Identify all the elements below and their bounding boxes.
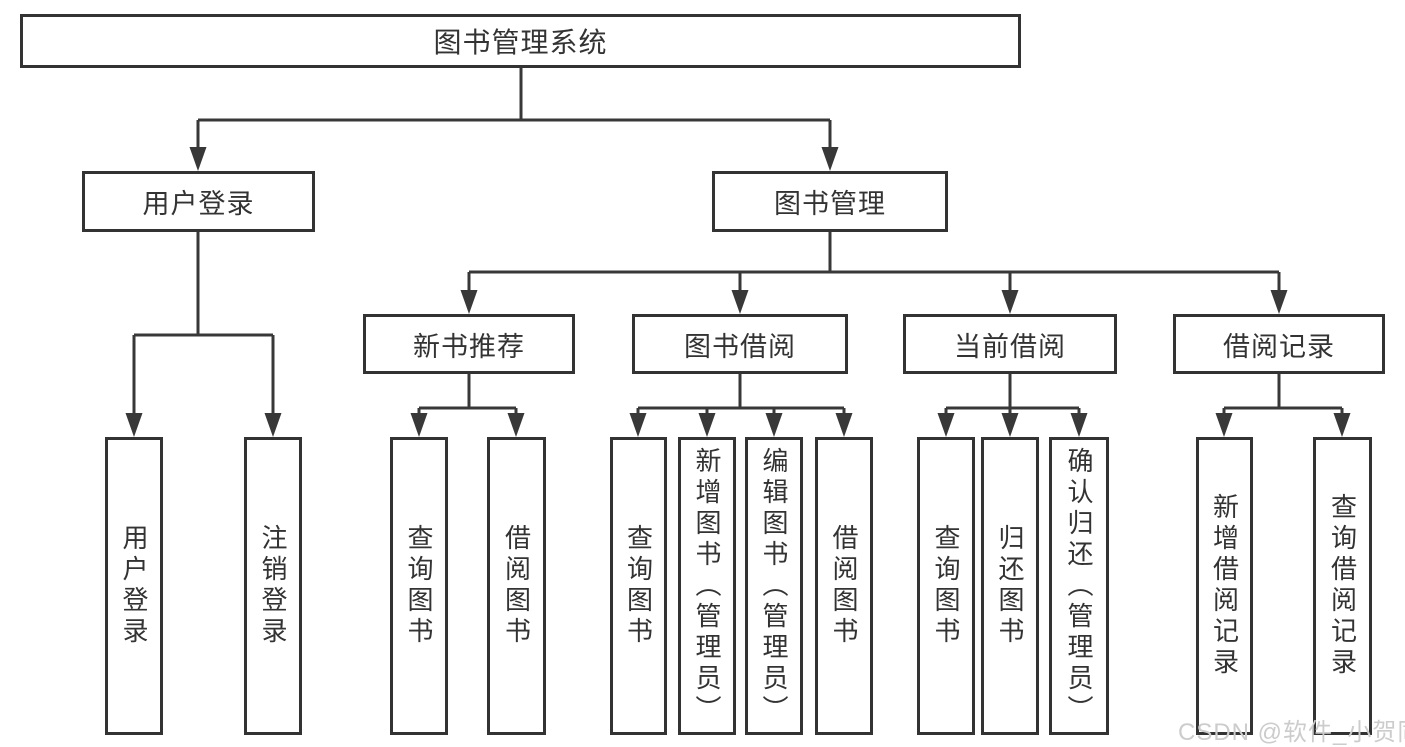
leaf-bb-add-books-admin: 新增图书（管理员）	[678, 437, 736, 735]
node-user-login-label: 用户登录	[142, 189, 255, 219]
leaf-nb-query-books-label: 查询图书	[404, 524, 434, 648]
leaf-cb-confirm-return-admin: 确认归还（管理员）	[1049, 437, 1109, 735]
node-new-book-recommend: 新书推荐	[363, 314, 575, 374]
leaf-cb-confirm-return-admin-label: 确认归还（管理员）	[1064, 446, 1094, 726]
leaf-user-login-label: 用户登录	[119, 524, 149, 648]
node-book-management-label: 图书管理	[774, 189, 886, 219]
leaf-cb-return-books: 归还图书	[981, 437, 1039, 735]
node-book-borrow-label: 图书借阅	[684, 331, 796, 362]
node-book-borrow: 图书借阅	[632, 314, 848, 374]
leaf-bb-query-books: 查询图书	[610, 437, 667, 735]
leaf-logout: 注销登录	[244, 437, 302, 735]
leaf-bb-borrow-books: 借阅图书	[815, 437, 873, 735]
leaf-cb-return-books-label: 归还图书	[995, 524, 1025, 648]
csdn-watermark: CSDN @软件_小贺同学	[1178, 719, 1405, 746]
node-current-borrow: 当前借阅	[903, 314, 1117, 374]
leaf-cb-query-books-label: 查询图书	[931, 524, 961, 648]
leaf-bb-borrow-books-label: 借阅图书	[829, 524, 859, 648]
arrowhead-icons	[125, 147, 1351, 437]
leaf-nb-borrow-books: 借阅图书	[487, 437, 546, 735]
leaf-br-add-record: 新增借阅记录	[1196, 437, 1253, 735]
leaf-user-login: 用户登录	[105, 437, 163, 735]
leaf-bb-add-books-admin-label: 新增图书（管理员）	[692, 446, 722, 726]
node-book-management: 图书管理	[712, 171, 948, 232]
node-library-system: 图书管理系统	[20, 14, 1021, 68]
node-borrow-records: 借阅记录	[1173, 314, 1385, 374]
node-user-login: 用户登录	[82, 171, 315, 232]
leaf-logout-label: 注销登录	[258, 524, 288, 648]
leaf-nb-borrow-books-label: 借阅图书	[501, 524, 532, 648]
leaf-bb-edit-books-admin: 编辑图书（管理员）	[745, 437, 803, 735]
leaf-nb-query-books: 查询图书	[390, 437, 448, 735]
leaf-cb-query-books: 查询图书	[917, 437, 975, 735]
leaf-bb-edit-books-admin-label: 编辑图书（管理员）	[759, 446, 789, 726]
node-new-book-recommend-label: 新书推荐	[413, 331, 525, 362]
node-library-system-label: 图书管理系统	[433, 27, 608, 58]
node-borrow-records-label: 借阅记录	[1223, 331, 1335, 362]
leaf-br-query-record: 查询借阅记录	[1313, 437, 1372, 735]
leaf-br-query-record-label: 查询借阅记录	[1327, 493, 1358, 679]
connector-segments	[132, 68, 1344, 416]
node-current-borrow-label: 当前借阅	[954, 331, 1066, 362]
leaf-bb-query-books-label: 查询图书	[623, 524, 654, 648]
leaf-br-add-record-label: 新增借阅记录	[1209, 493, 1240, 679]
